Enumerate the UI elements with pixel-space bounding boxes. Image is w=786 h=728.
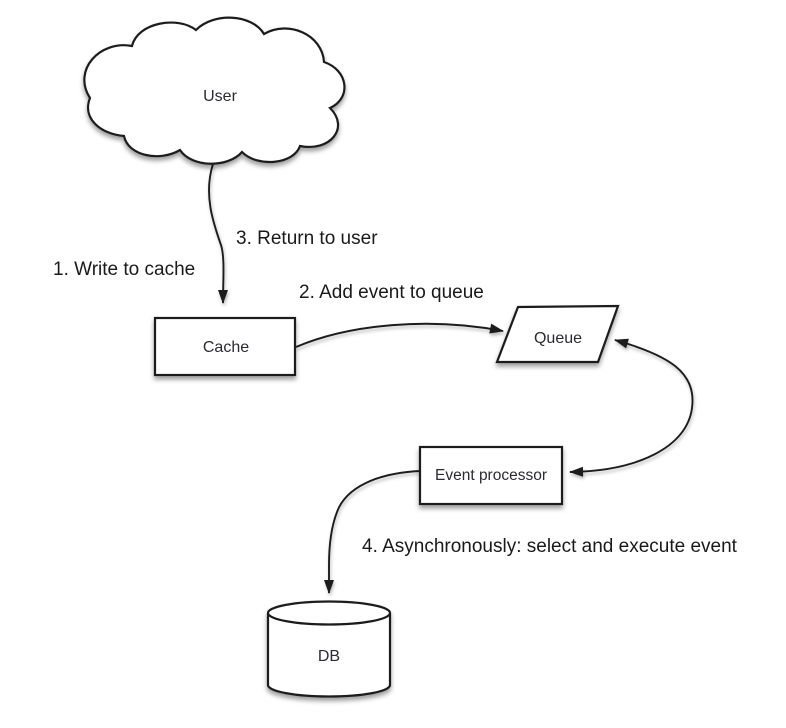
- db-cylinder-top: [266, 600, 392, 626]
- db-cylinder: [266, 600, 392, 698]
- edge-cache-to-queue: [295, 322, 504, 348]
- step2-annotation: 2. Add event to queue: [299, 282, 484, 303]
- queue-parallelogram: [495, 304, 620, 364]
- edge-event-processor-to-db: [324, 470, 421, 594]
- cache-box: [153, 316, 297, 377]
- user-node-label: User: [203, 88, 237, 105]
- cache-node-label: Cache: [203, 339, 249, 356]
- event-processor-box: [418, 445, 564, 506]
- edge-user-to-cache: [208, 163, 229, 304]
- edge-queue-event-processor-bidirectional: [569, 338, 694, 477]
- queue-node-label: Queue: [534, 330, 582, 347]
- step3-annotation: 3. Return to user: [236, 228, 378, 249]
- event-processor-node-label: Event processor: [435, 467, 547, 484]
- step1-annotation: 1. Write to cache: [53, 259, 195, 280]
- user-cloud-shape: [83, 16, 346, 165]
- db-node-label: DB: [318, 648, 340, 665]
- step4-annotation: 4. Asynchronously: select and execute ev…: [362, 536, 738, 557]
